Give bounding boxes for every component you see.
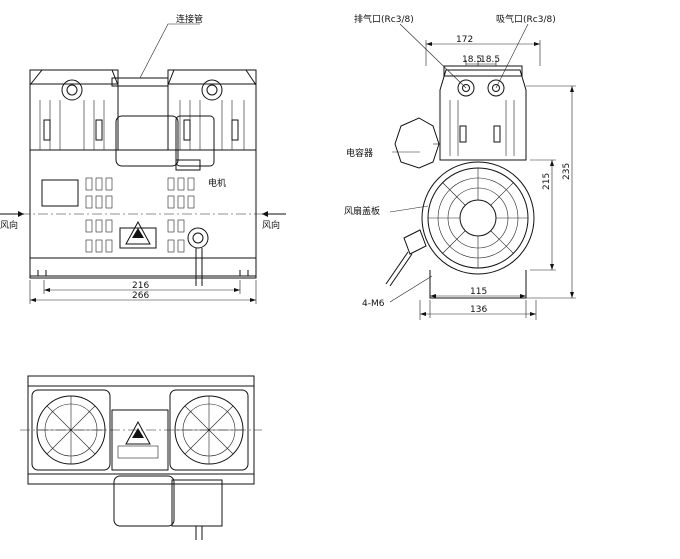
dim-side-172: 172 — [456, 35, 473, 45]
dim-side-215: 215 — [542, 173, 552, 190]
label-intake-port: 吸气口(Rc3/8) — [496, 13, 556, 25]
dim-port-18-5-a: 18.5 — [462, 55, 482, 65]
label-wind-right: 风向 — [262, 219, 280, 231]
dim-side-235: 235 — [562, 163, 572, 180]
label-wind-left: 风向 — [0, 219, 18, 231]
top-view — [20, 375, 262, 540]
label-fan-cover: 风扇盖板 — [344, 205, 380, 217]
dim-front-216: 216 — [132, 281, 149, 291]
label-capacitor: 电容器 — [346, 147, 373, 159]
dim-base-115: 115 — [470, 287, 487, 297]
dim-base-136: 136 — [470, 305, 487, 315]
dim-front-266: 266 — [132, 291, 149, 301]
label-mount-holes: 4-M6 — [362, 299, 385, 309]
label-exhaust-port: 排气口(Rc3/8) — [354, 13, 414, 25]
label-connecting-pipe: 连接管 — [176, 13, 203, 25]
label-motor: 电机 — [208, 177, 226, 189]
dim-port-18-5-b: 18.5 — [480, 55, 500, 65]
side-view — [385, 23, 576, 320]
front-view — [0, 23, 286, 304]
